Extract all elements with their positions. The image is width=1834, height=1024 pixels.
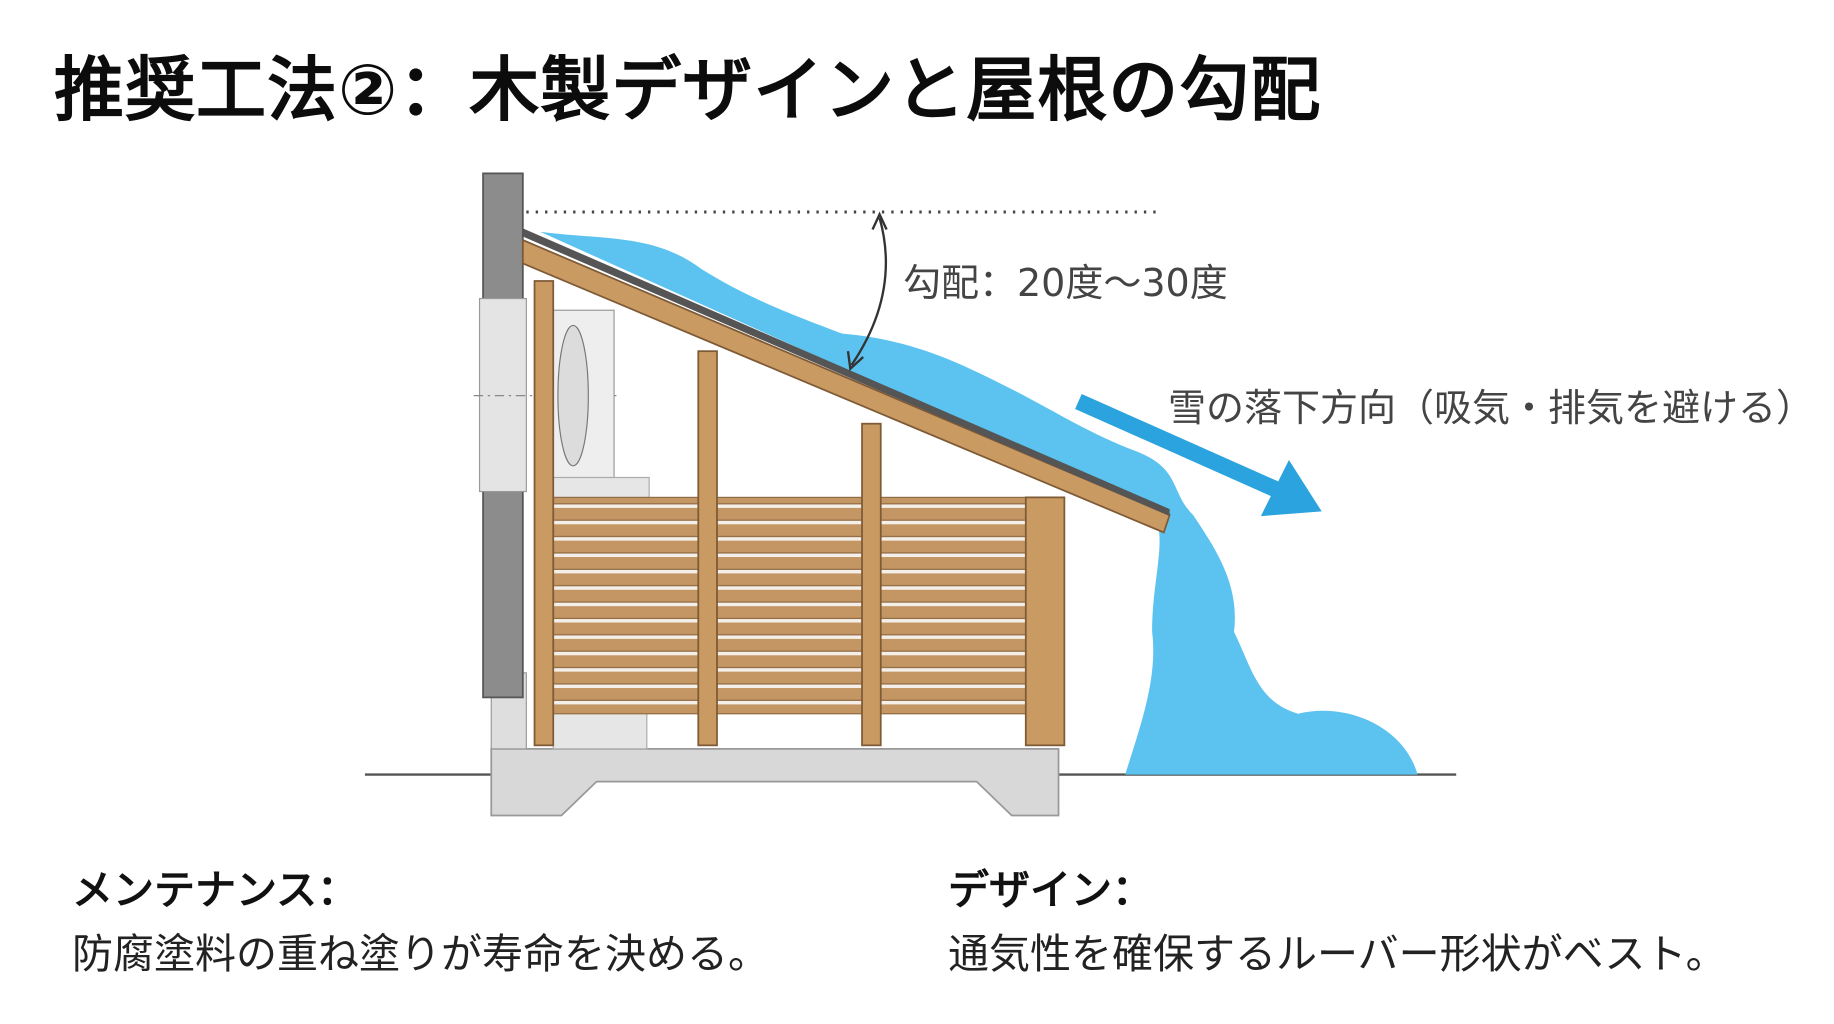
page-title: 推奨工法②：木製デザインと屋根の勾配 [54,49,1322,131]
louver-panel [716,496,863,715]
snow-mass [540,231,1418,775]
air-conditioner-unit [549,309,650,750]
wood-post [861,422,882,747]
design-text: 通気性を確保するルーバー形状がベスト。 [948,930,1727,978]
wood-post [697,350,718,747]
slope-angle-arrow [850,217,888,366]
louver-panel [880,496,1027,715]
wood-post [1024,496,1066,747]
snow-direction-label: 雪の落下方向（吸気・排気を避ける） [1168,386,1815,430]
wood-post [533,280,555,747]
snow-direction-arrow-icon [1075,393,1322,517]
slope-label: 勾配：20度～30度 [903,261,1228,305]
louver-panel [552,496,699,715]
concrete-foundation [490,747,1060,817]
maintenance-heading: メンテナンス： [72,866,359,914]
roof-rafter [521,238,1171,534]
maintenance-text: 防腐塗料の重ね塗りが寿命を決める。 [72,930,769,978]
fan-icon [557,324,589,467]
roof-sheet [522,228,1170,517]
design-heading: デザイン： [948,866,1153,914]
